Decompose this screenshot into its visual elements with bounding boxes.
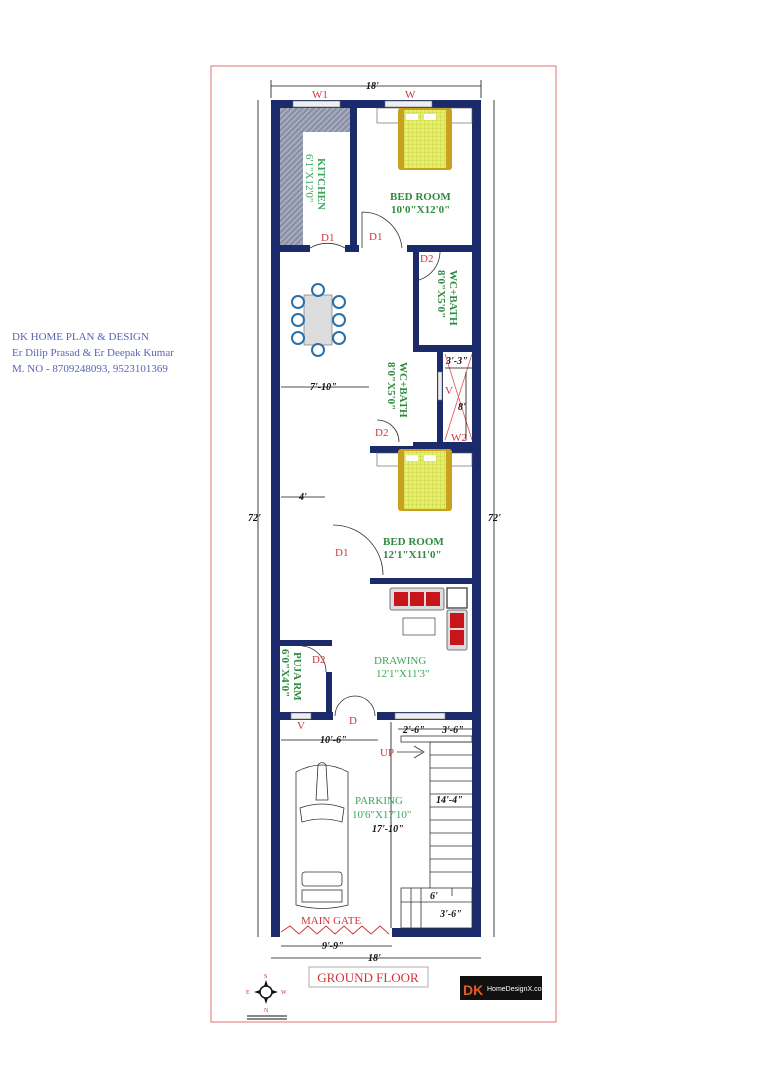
logo: DK HomeDesignX.com <box>460 976 547 1000</box>
wcbath1-size: 8'0"X5'0" <box>435 270 447 318</box>
door-label-wc2: D2 <box>375 427 388 439</box>
bedroom2-size: 12'1"X11'0" <box>383 549 442 561</box>
kitchen-counter-top <box>303 108 350 132</box>
svg-text:M. NO - 8709248093, 9523101369: M. NO - 8709248093, 9523101369 <box>12 363 168 375</box>
window-label-v-puja: V <box>297 720 305 732</box>
dining-table-icon <box>291 283 346 357</box>
kitchen-counter <box>280 108 303 245</box>
windows: W1 W V V W2 <box>290 89 467 732</box>
dim-stair-run: 14'-4" <box>436 795 463 806</box>
svg-text:DK HOME PLAN & DESIGN: DK HOME PLAN & DESIGN <box>12 331 149 343</box>
plan-title: GROUND FLOOR <box>317 970 419 985</box>
dim-length-left: 72' <box>248 513 261 524</box>
window-label-w1: W1 <box>312 89 328 101</box>
door-label-bedroom1: D1 <box>369 231 382 243</box>
bedroom1-size: 10'0"X12'0" <box>391 204 450 216</box>
dim-stair-b: 3'-6" <box>441 725 464 736</box>
shaft <box>444 353 473 441</box>
svg-text:Er Dilip Prasad & Er Deepak Ku: Er Dilip Prasad & Er Deepak Kumar <box>12 347 174 359</box>
dim-width-top: 18' <box>366 81 379 92</box>
car-icon <box>295 762 349 909</box>
door-label-kitchen: D1 <box>321 232 334 244</box>
window-label-v-bath: V <box>445 385 453 397</box>
dim-gate-width: 9'-9" <box>322 941 344 952</box>
door-label-main: D <box>349 715 357 727</box>
svg-text:N: N <box>264 1008 269 1014</box>
dim-parking-length: 17'-10" <box>372 824 404 835</box>
dim-width-bottom: 18' <box>368 953 381 964</box>
drawing-size: 12'1"X11'3" <box>376 668 429 680</box>
svg-text:S: S <box>264 974 267 980</box>
dim-landing-b: 3'-6" <box>439 909 462 920</box>
svg-text:E: E <box>246 990 250 996</box>
doors <box>301 211 441 717</box>
sheet-frame <box>210 65 557 1023</box>
staircase <box>400 735 473 929</box>
parking-name: PARKING <box>355 795 403 807</box>
stairs-up-label: UP <box>380 747 394 759</box>
window-label-w2: W2 <box>451 432 467 444</box>
kitchen-name: KITCHEN <box>315 158 327 210</box>
dim-parking-width: 10'-6" <box>320 735 347 746</box>
puja-size: 6'0"X4'0" <box>279 649 291 697</box>
bed-icon-2 <box>376 449 473 511</box>
wcbath2-size: 8'0"X5'0" <box>385 362 397 410</box>
kitchen-size: 6'1"X12'0" <box>303 154 315 202</box>
door-label-wc1: D2 <box>420 253 433 265</box>
bed-icon <box>376 107 473 170</box>
door-label-bedroom2: D1 <box>335 547 348 559</box>
dim-landing-a: 6' <box>430 891 438 902</box>
main-gate-label: MAIN GATE <box>301 915 361 927</box>
sofa-icon <box>389 587 468 651</box>
svg-text:DK: DK <box>463 982 483 998</box>
svg-text:W: W <box>281 990 287 996</box>
parking-size: 10'6"X17'10" <box>352 809 411 821</box>
wcbath2-name: WC+BATH <box>397 362 409 418</box>
dim-passage-1: 7'-10" <box>310 382 337 393</box>
window-label-w: W <box>405 89 416 101</box>
main-gate-icon <box>280 925 390 935</box>
wcbath1-name: WC+BATH <box>447 270 459 326</box>
svg-text:HomeDesignX.com: HomeDesignX.com <box>487 986 547 993</box>
dim-shaft-height: 8' <box>458 402 466 413</box>
bedroom1-name: BED ROOM <box>390 191 451 203</box>
drawing-name: DRAWING <box>374 655 426 667</box>
watermark: DK HOME PLAN & DESIGN Er Dilip Prasad & … <box>12 331 174 375</box>
compass-icon: S E W N <box>246 974 287 1020</box>
dim-passage-2: 4' <box>298 492 307 503</box>
door-label-puja: D2 <box>312 654 325 666</box>
bedroom2-name: BED ROOM <box>383 536 444 548</box>
dim-shaft-width: 3'-3" <box>445 356 468 367</box>
puja-name: PUJA RM <box>291 652 303 701</box>
dim-stair-a: 2'-6" <box>402 725 425 736</box>
dim-length-right: 72' <box>488 513 501 524</box>
